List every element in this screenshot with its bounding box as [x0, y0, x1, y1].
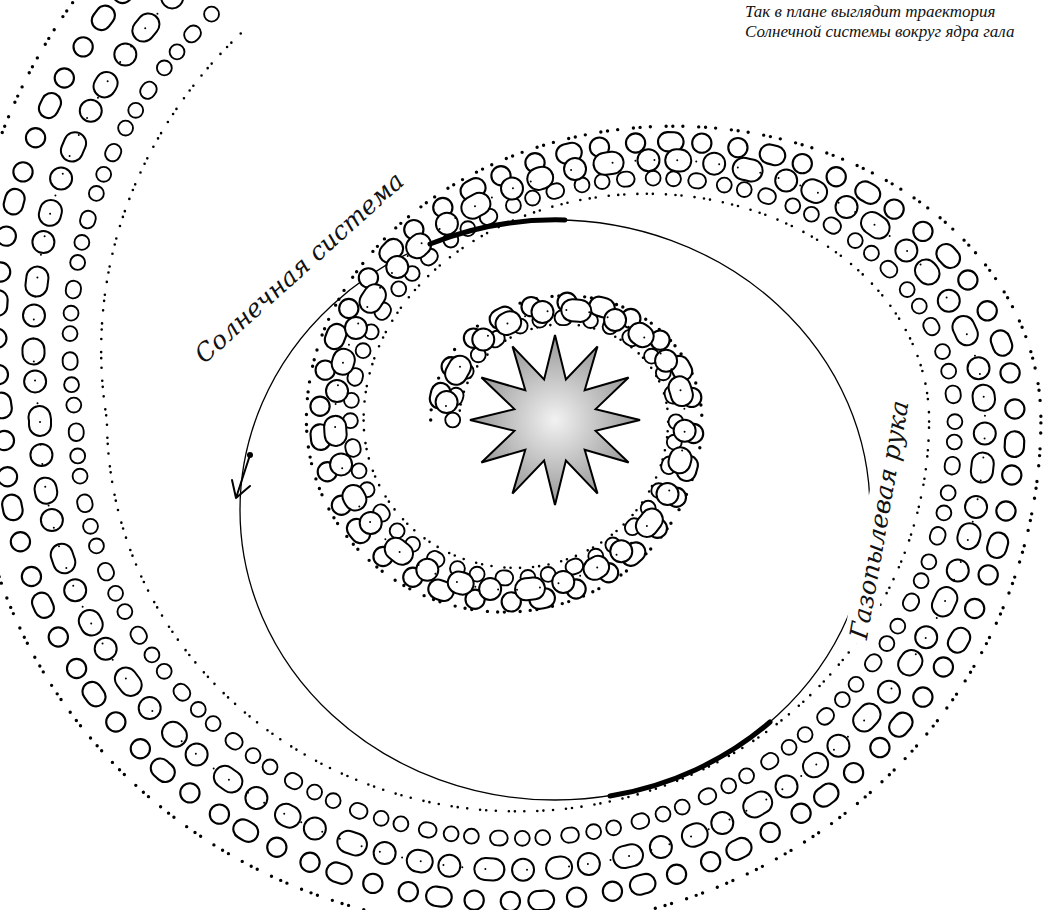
pebble-outline [33, 0, 985, 870]
orbit-arm-crossing [430, 220, 565, 244]
orbit-arm-crossing [610, 722, 770, 796]
direction-arrow [232, 455, 250, 498]
pebble-outline [0, 0, 1015, 901]
galactic-core [470, 335, 640, 505]
caption-text: Так в плане выглядит траектория Солнечно… [745, 2, 1045, 42]
pebble-fill [33, 0, 985, 870]
pebble-outline [70, 1, 955, 838]
dust-speckles [33, 0, 985, 870]
dust-speckles [101, 29, 929, 812]
pebble-fill [70, 1, 955, 838]
pebble-fill [0, 0, 1015, 901]
